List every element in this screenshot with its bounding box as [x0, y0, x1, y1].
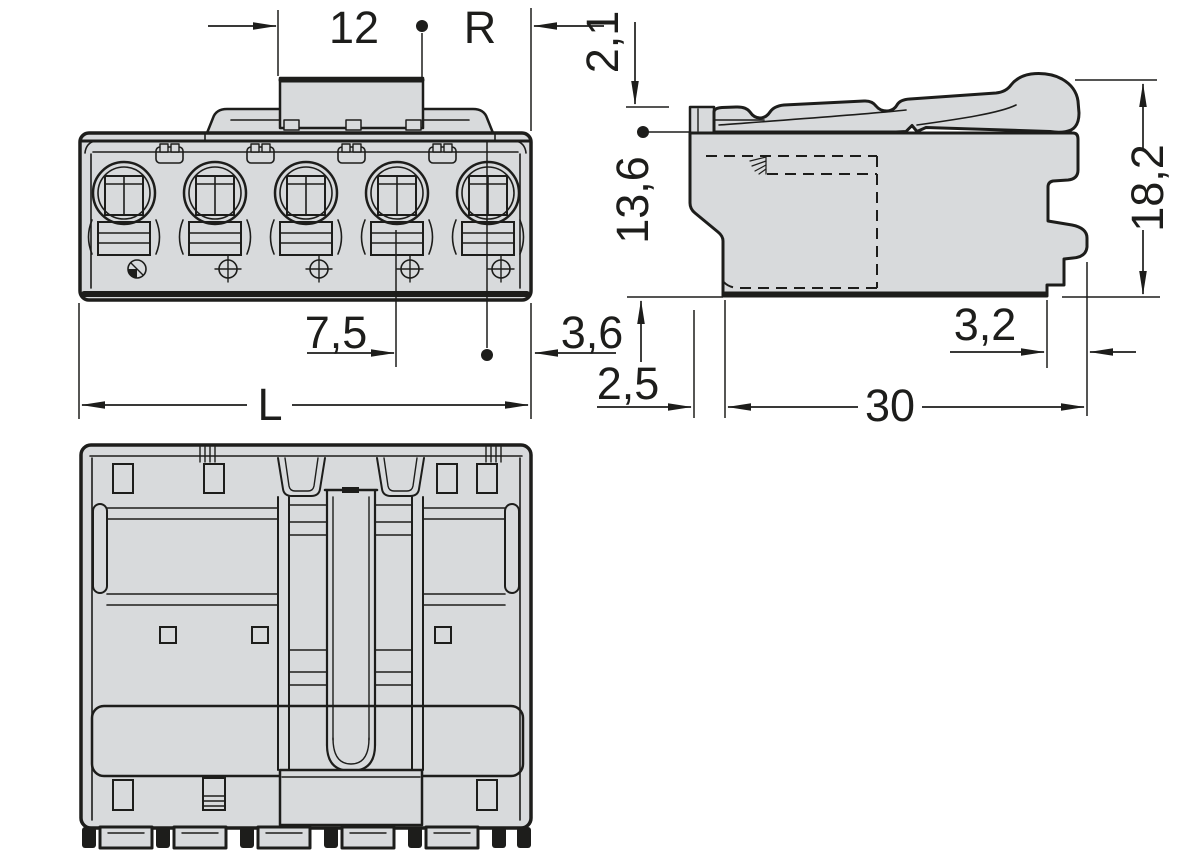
face-plate-tab	[688, 105, 716, 135]
datum-dot	[481, 349, 493, 361]
dim-label-edge-gap: 3,6	[561, 307, 624, 358]
dim-label-face-offset: 2,5	[597, 358, 660, 409]
latch-window	[112, 463, 134, 494]
latch-window	[476, 463, 498, 494]
dim-label-total-height: 18,2	[1122, 144, 1173, 232]
guide-slot	[504, 503, 520, 594]
thread-detail-mark	[749, 155, 767, 175]
dim-label-depth: 30	[865, 380, 915, 431]
dimensions-front: 12 R 7,5 3,6 L 2,5	[78, 2, 692, 430]
operating-lever	[712, 72, 1081, 134]
keying-window	[202, 777, 226, 811]
snap-window	[434, 626, 452, 644]
dimensions-side: 2,1 13,6 18,2 3,2 30	[577, 11, 1173, 431]
center-channel	[277, 488, 424, 773]
dim-label-foot-width: 3,2	[954, 299, 1017, 350]
bottom-view	[79, 443, 533, 850]
latch-window	[436, 463, 458, 494]
latch-window	[203, 463, 225, 494]
guide-slot	[92, 503, 108, 594]
side-view	[688, 72, 1089, 298]
datum-dot	[416, 20, 428, 32]
dim-label-pole-pitch: 7,5	[305, 307, 368, 358]
solder-feet-row	[82, 825, 531, 850]
snap-window	[159, 626, 177, 644]
housing-side-profile	[688, 131, 1089, 298]
side-rib-lines	[106, 507, 506, 606]
snap-window	[251, 626, 269, 644]
dim-label-right-ref: R	[464, 2, 497, 53]
top-vent-ribs	[199, 446, 502, 463]
center-foot-block	[278, 768, 424, 827]
latch-window	[112, 779, 134, 811]
dim-label-lever-rise: 2,1	[577, 11, 628, 74]
housing-front-face	[78, 131, 533, 302]
latch-window	[476, 779, 498, 811]
dim-label-total-length: L	[257, 379, 282, 430]
dim-label-face-height: 13,6	[607, 156, 658, 244]
front-view	[78, 76, 533, 302]
dim-label-tab-width: 12	[329, 2, 379, 53]
